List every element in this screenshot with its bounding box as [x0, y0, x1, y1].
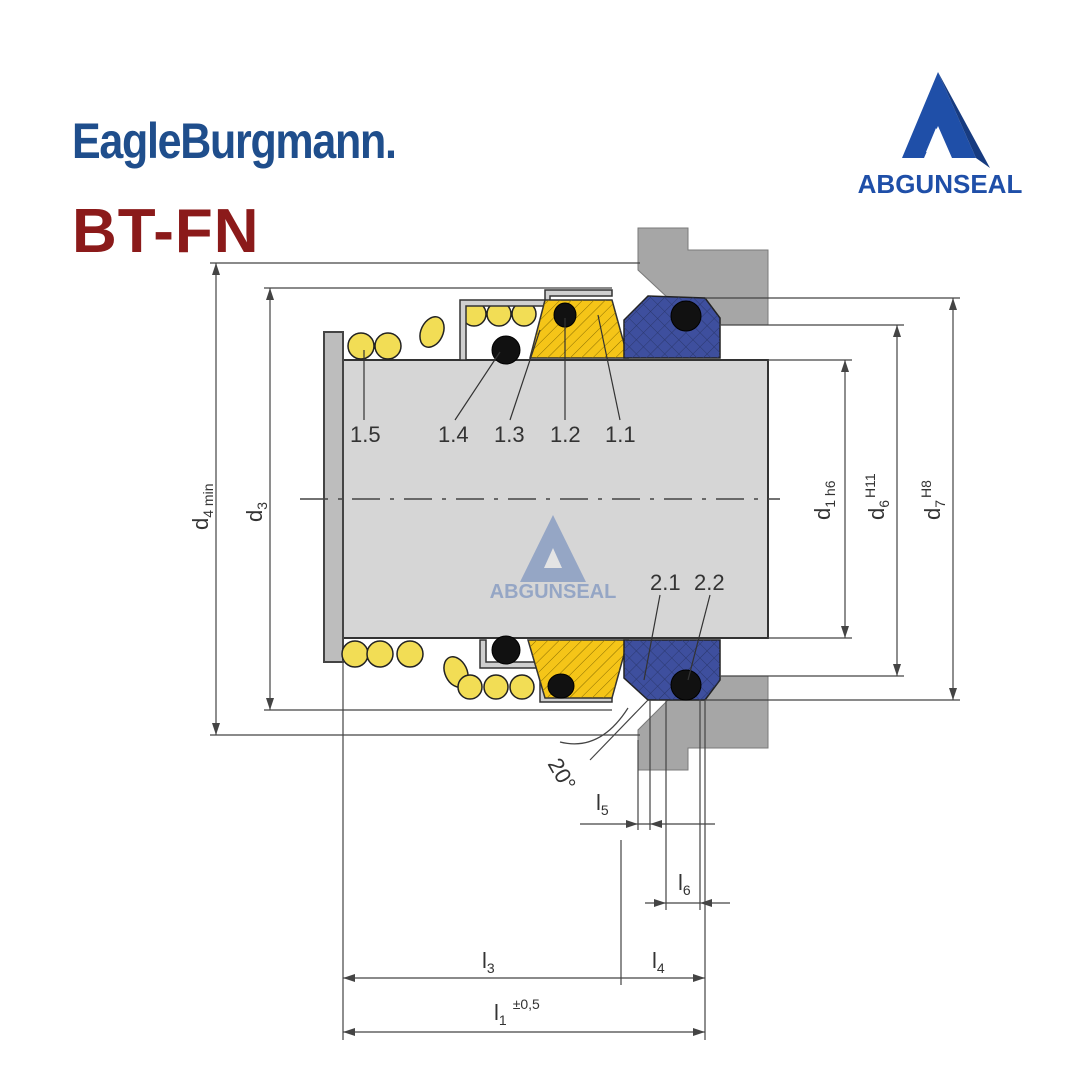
part-label-1-1: 1.1	[605, 422, 636, 447]
part-label-2-1: 2.1	[650, 570, 681, 595]
o-rings	[491, 300, 702, 701]
dim-d7: d7H8	[918, 480, 948, 520]
dim-l6: l6	[678, 870, 691, 898]
dim-l3: l3	[482, 948, 495, 976]
watermark: ABGUNSEAL	[490, 515, 617, 603]
svg-text:d1 h6: d1 h6	[810, 480, 838, 520]
svg-text:d7H8: d7H8	[918, 480, 948, 520]
part-label-2-2: 2.2	[694, 570, 725, 595]
dim-d4: d4 min	[188, 484, 216, 530]
abgunseal-logo: ABGUNSEAL	[858, 72, 1023, 199]
shaft-collar	[323, 331, 344, 663]
product-title: BT-FN	[72, 197, 260, 266]
dim-angle: 20°	[543, 754, 581, 795]
dim-l5: l5	[596, 790, 609, 818]
dim-d3: d3	[242, 502, 270, 522]
part-label-1-4: 1.4	[438, 422, 469, 447]
part-label-1-3: 1.3	[494, 422, 525, 447]
part-label-1-5: 1.5	[350, 422, 381, 447]
seal-face-bottom-hatch	[528, 640, 628, 698]
dim-l4: l4	[652, 948, 665, 976]
svg-text:d4 min: d4 min	[188, 484, 216, 530]
dim-d1: d1 h6	[810, 480, 838, 520]
spring-bottom	[341, 640, 535, 700]
part-label-1-2: 1.2	[550, 422, 581, 447]
logo-text: ABGUNSEAL	[858, 169, 1023, 199]
seal-face-top-hatch	[530, 300, 628, 358]
svg-text:d3: d3	[242, 502, 270, 522]
dim-l1: l1±0,5	[494, 996, 540, 1028]
brand-name: EagleBurgmann.	[72, 113, 397, 169]
watermark-text: ABGUNSEAL	[490, 581, 617, 603]
dim-d6: d6H11	[862, 473, 892, 520]
svg-text:d6H11: d6H11	[862, 473, 892, 520]
retainer-top	[459, 289, 613, 361]
